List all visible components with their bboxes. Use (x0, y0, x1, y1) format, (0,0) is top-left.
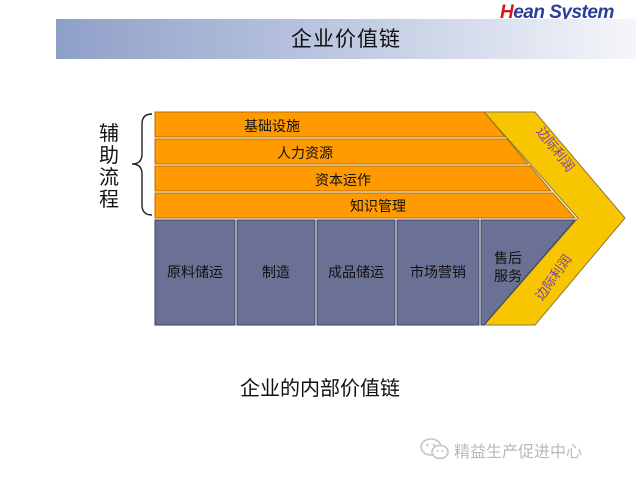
brace-icon (131, 113, 153, 216)
primary-column-label: 制造 (262, 265, 290, 281)
title-bar: 企业价值链 (56, 19, 636, 59)
primary-column-label-line: 服务 (494, 269, 522, 285)
support-label-char: 辅 (99, 121, 119, 145)
diagram-caption: 企业的内部价值链 (240, 376, 400, 400)
support-row (154, 165, 553, 192)
margin-chevron (482, 111, 626, 326)
primary-column-label: 成品储运 (328, 265, 384, 281)
primary-column (396, 219, 480, 326)
support-row-label: 人力资源 (277, 146, 333, 162)
primary-column-label-line: 售后 (494, 251, 522, 267)
primary-column (236, 219, 316, 326)
support-label-char: 流 (99, 165, 119, 189)
primary-column-label: 市场营销 (410, 264, 466, 281)
brand-logo: Hean System (500, 2, 614, 22)
wechat-icon (420, 438, 449, 460)
primary-column (154, 219, 236, 326)
watermark: 精益生产促进中心 (418, 436, 628, 462)
support-label-char: 助 (99, 143, 119, 167)
support-row-label: 基础设施 (244, 118, 300, 135)
primary-column-label: 原料储运 (167, 265, 223, 281)
support-row-label: 知识管理 (350, 198, 406, 215)
page-title: 企业价值链 (291, 27, 401, 51)
watermark-text: 精益生产促进中心 (454, 442, 583, 461)
support-label-char: 程 (99, 187, 119, 211)
support-row (154, 192, 577, 219)
support-row-label: 资本运作 (315, 173, 371, 189)
support-processes-label: 辅 助 流 程 (94, 122, 124, 210)
primary-column (480, 219, 577, 326)
support-row (154, 138, 530, 165)
support-row (154, 111, 507, 138)
primary-column (316, 219, 396, 326)
primary-column-label: 售后服务 (494, 251, 522, 285)
